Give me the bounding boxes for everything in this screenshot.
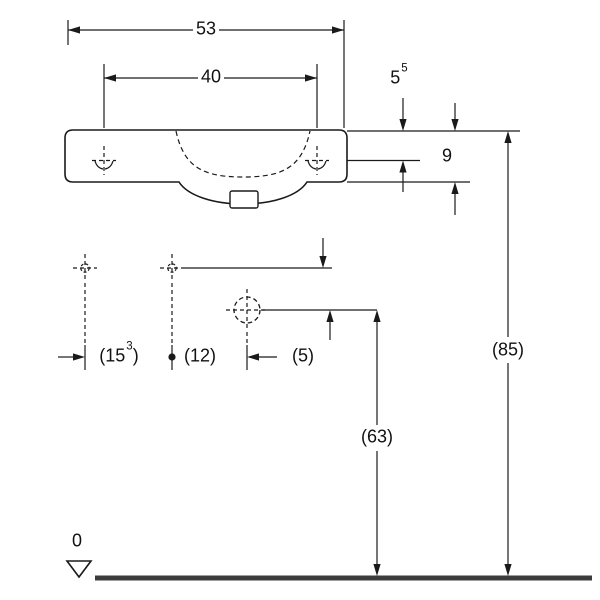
fixing-point-symbol-right [160, 254, 184, 282]
tap-arc [317, 160, 327, 170]
arrowhead-up-icon [326, 310, 334, 322]
dim-9-arrows [451, 103, 459, 215]
tap-arc [307, 160, 317, 170]
arrowhead-down-icon [373, 564, 381, 576]
dim-label-fixing-to-drain: (12) [180, 346, 220, 366]
arrowhead-down-icon [399, 119, 407, 131]
fixing-circle [80, 263, 90, 273]
dim-label-rim-to-tap: 55 [390, 63, 407, 88]
datum-triangle-icon [65, 560, 93, 579]
arrowhead-right-icon [305, 74, 317, 82]
dim-label-rim-to-tap-base: 5 [390, 67, 401, 88]
dim-label-fixing-left: (153) [96, 341, 142, 366]
arrowhead-left-icon [68, 26, 80, 34]
bowl-hidden-edge [175, 130, 311, 178]
arrowhead-down-icon [319, 256, 327, 268]
arrowhead-left-icon [247, 353, 259, 361]
tap-hole-symbol-right [305, 146, 329, 175]
fixing-circle [167, 263, 177, 273]
dim-label-fixing-left-base: (15 [99, 345, 126, 366]
dim-label-fixing-left-close: ) [132, 345, 139, 366]
drain-outlet [229, 190, 259, 209]
arrowhead-up-icon [451, 182, 459, 194]
fixing-point-symbol-left [73, 254, 97, 282]
arrowhead-down-icon [451, 119, 459, 131]
fixing-line-arrow [319, 238, 327, 268]
tap-hole-symbol-left [92, 146, 116, 175]
dim-label-rim-depth: 9 [438, 146, 456, 166]
dim-label-rim-to-tap-sup: 5 [401, 62, 408, 75]
arrowhead-up-icon [504, 131, 512, 143]
dim-label-trap-height: (63) [357, 427, 397, 447]
tap-arc [94, 160, 104, 170]
dim-label-overall-width: 53 [192, 19, 220, 39]
dim-label-drain-offset: (5) [289, 346, 317, 366]
dim-5-5-arrows [399, 98, 407, 192]
arrowhead-right-icon [332, 26, 344, 34]
dim-label-rim-height: (85) [488, 340, 528, 360]
trap-line-arrow [326, 310, 334, 340]
arrowhead-left-icon [104, 74, 116, 82]
bottom-dim-chain [58, 283, 277, 370]
arrowhead-right-icon [73, 353, 85, 361]
arrowhead-up-icon [399, 160, 407, 173]
dim-label-tap-distance: 40 [197, 67, 225, 87]
basin-outline [64, 129, 348, 205]
trap-symbol [226, 289, 268, 331]
tap-arc [104, 160, 114, 170]
dim-85-line [504, 131, 512, 576]
dim-label-fixing-left-sup: 3 [126, 340, 133, 353]
chain-dot-terminator [168, 353, 176, 361]
datum-zero-label: 0 [71, 530, 83, 551]
arrowhead-up-icon [373, 310, 381, 322]
basin-front-view [64, 129, 348, 209]
dim-63-line [373, 310, 381, 576]
arrowhead-down-icon [504, 564, 512, 576]
